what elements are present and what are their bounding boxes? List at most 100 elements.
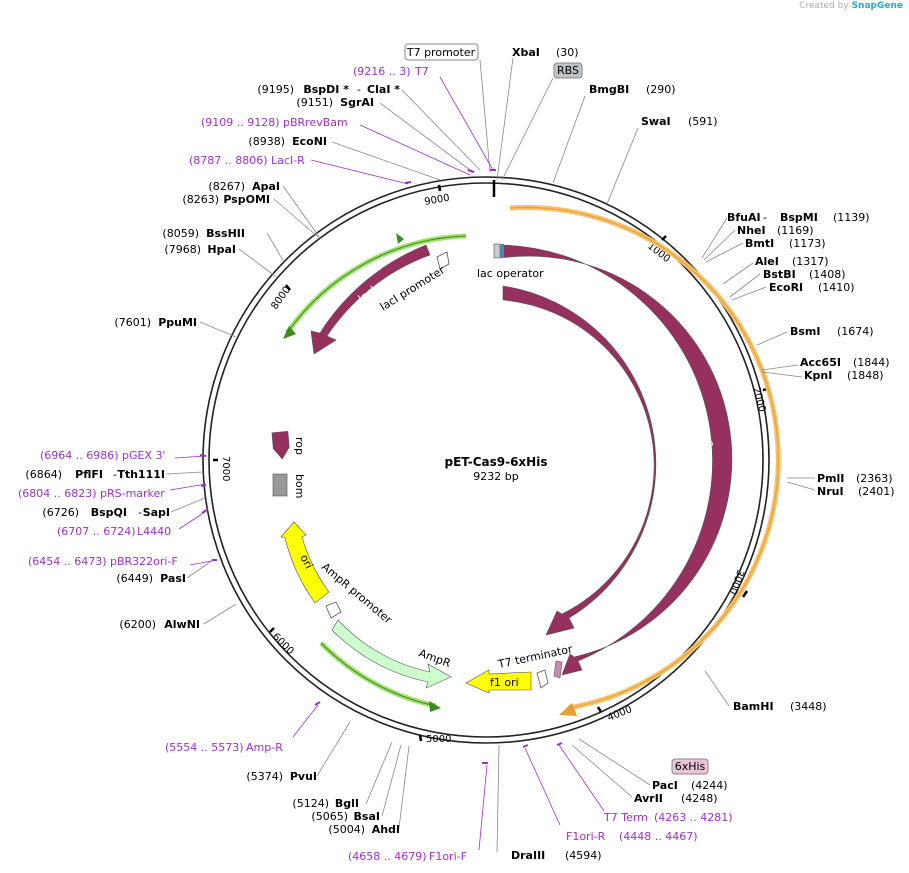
site-bspqi-pos: (6726) [42, 506, 79, 519]
site-bsmi: BsmI [790, 325, 821, 338]
primer-l4440-name: L4440 [137, 525, 171, 538]
cas9-inner-feature [502, 285, 657, 636]
site-bamhi-pos: (3448) [790, 700, 827, 713]
rop-label: rop [293, 437, 306, 455]
green-primer-arc-top [284, 233, 467, 335]
primer-pbr322ori-f-range: (6454 .. 6473) [28, 555, 107, 568]
site-pasi: PasI [160, 572, 186, 585]
tick-9000: 9000 [424, 193, 451, 208]
primer-pbr322ori-f-name: pBR322ori-F [110, 555, 178, 568]
primer-pgex3-range: (6964 .. 6986) [40, 449, 119, 462]
site-pvui-pos: (5374) [246, 770, 283, 783]
primer-t7-range: (9216 .. 3) [353, 65, 411, 78]
primer-pbrrevbam-range: (9109 .. 9128) [201, 116, 280, 129]
primer-t7-term-range: (4263 .. 4281) [654, 811, 733, 824]
primer-f1ori-r-range: (4448 .. 4467) [619, 830, 698, 843]
rop-feature [271, 431, 290, 460]
site-nhei-pos: (1169) [777, 224, 814, 237]
site-bsai: BsaI [354, 810, 380, 823]
backbone [202, 176, 770, 744]
site-swai-pos: (591) [688, 115, 718, 128]
site-hpai: HpaI [207, 243, 236, 256]
site-apai-pos: (8267) [208, 180, 245, 193]
site-bfuai-sep: - [763, 211, 767, 224]
cas9-outer-feature [500, 244, 733, 676]
site-draiii-pos: (4594) [565, 849, 602, 862]
site-sgrai: SgrAI [340, 96, 374, 109]
tick-6000: 6000 [270, 631, 296, 657]
primer-ticks [199, 169, 563, 764]
orange-primer-head [559, 703, 577, 716]
site-bspdi-sep: - [357, 83, 361, 96]
site-xbai: XbaI [512, 46, 540, 59]
site-ahdi: AhdI [372, 823, 400, 836]
ori-feature [280, 521, 330, 604]
site-kpni: KpnI [804, 369, 832, 382]
site-econi: EcoNI [292, 135, 327, 148]
snapgene-credit: Created by SnapGene [799, 1, 903, 11]
site-acc65i-pos: (1844) [853, 356, 890, 369]
bom-feature [272, 473, 288, 497]
laci-feature [310, 244, 431, 355]
primer-f1ori-r-name: F1ori-R [566, 830, 606, 843]
primer-f1ori-f-range: (4658 .. 4679) [348, 850, 427, 863]
site-sapi: SapI [143, 506, 170, 519]
site-alwni-pos: (6200) [119, 618, 156, 631]
primer-prs-marker-range: (6804 .. 6823) [18, 487, 97, 500]
site-bfuai-pos: (1139) [833, 211, 870, 224]
site-avrii-pos: (4248) [681, 792, 718, 805]
6xhis-label: 6xHis [675, 760, 706, 773]
primer-leader-lines [169, 76, 605, 851]
site-bspdi: BspDI * [303, 83, 349, 96]
site-draiii: DraIII [511, 849, 545, 862]
site-bspqi: BspQI [91, 506, 127, 519]
site-bsshii: BssHII [206, 227, 245, 240]
site-bgli: BglI [335, 797, 359, 810]
site-bsai-pos: (5065) [311, 810, 348, 823]
site-bamhi: BamHI [733, 700, 774, 713]
credit-text: Created by [799, 1, 849, 11]
snapgene-logo: SnapGene [851, 1, 903, 11]
site-hpai-pos: (7968) [164, 243, 201, 256]
primer-l4440-range: (6707 .. 6724) [57, 525, 136, 538]
site-pflfi-sep: - [113, 468, 117, 481]
plasmid-size: 9232 bp [473, 470, 518, 483]
ampr-label: AmpR [417, 647, 453, 671]
site-bfuai: BfuAI [727, 211, 761, 224]
site-pasi-pos: (6449) [116, 572, 153, 585]
site-swai: SwaI [641, 115, 671, 128]
tick-5000: 5000 [426, 734, 451, 745]
site-bgli-pos: (5124) [292, 797, 329, 810]
primer-prs-marker-name: pRS-marker [100, 487, 165, 500]
site-pvui: PvuI [290, 770, 317, 783]
cas9-inner-label: Cas9 [658, 426, 676, 455]
t7-promoter-label: T7 promoter [406, 46, 476, 59]
site-sgrai-pos: (9151) [296, 96, 333, 109]
site-pflfi: PflFI [75, 468, 103, 481]
site-bmgbi: BmgBI [589, 83, 629, 96]
primer-pgex3-name: pGEX 3' [122, 449, 166, 462]
primer-amp-r-range: (5554 .. 5573) [165, 741, 244, 754]
rbs-label: RBS [557, 64, 579, 77]
primer-laci-r-name: LacI-R [271, 154, 305, 167]
site-ahdi-pos: (5004) [328, 823, 365, 836]
site-pmli: PmlI [817, 472, 844, 485]
plasmid-name: pET-Cas9-6xHis [445, 455, 548, 469]
site-nrui-pos: (2401) [858, 485, 895, 498]
laci-promoter-feature [436, 251, 450, 270]
ampr-promoter-feature [325, 601, 342, 619]
primer-t7-term-name: T7 Term [603, 811, 648, 824]
bom-label: bom [293, 474, 306, 498]
site-xbai-pos: (30) [556, 46, 579, 59]
f1-ori-feature [465, 669, 532, 694]
tick-8000: 8000 [269, 285, 293, 312]
site-paci-pos: (4244) [691, 779, 728, 792]
primer-laci-r-range: (8787 .. 8806) [189, 154, 268, 167]
site-bmti-pos: (1173) [789, 237, 826, 250]
tick-7000: 7000 [220, 456, 231, 481]
left-sites: AhdI (5004) BsaI (5065) BglI (5124) PvuI… [25, 83, 400, 836]
site-apai: ApaI [252, 180, 280, 193]
primer-pbrrevbam-name: pBRrevBam [283, 116, 348, 129]
site-alwni: AlwNI [164, 618, 200, 631]
